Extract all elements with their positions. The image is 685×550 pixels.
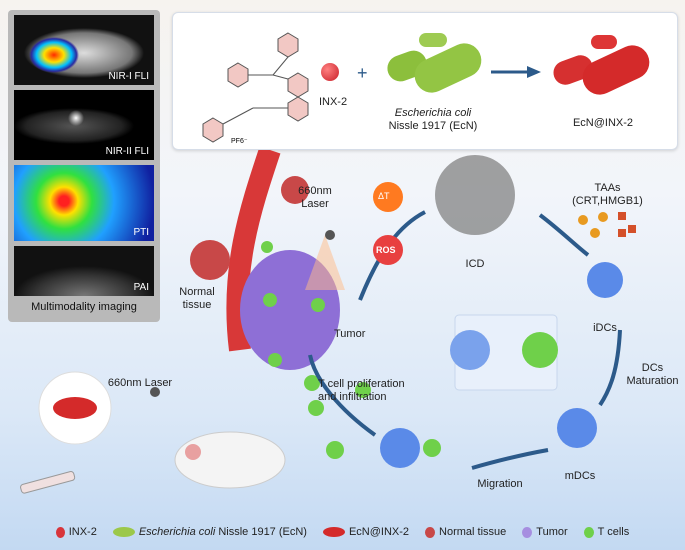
delta-t-label: ΔT — [378, 191, 390, 201]
taas-text: TAAs — [594, 182, 621, 194]
legend-item-normal-tissue: Normal tissue — [425, 526, 506, 538]
legend-label: EcN@INX-2 — [348, 526, 410, 538]
normal-tissue-icon — [425, 526, 436, 538]
arrow-icon — [538, 213, 590, 257]
ecn-inx2-label: EcN@INX-2 — [572, 117, 634, 129]
legend-item-tumor: Tumor — [522, 526, 568, 538]
mdc-cell-icon — [557, 408, 597, 448]
dcs-maturation-label: DCs Maturation — [626, 362, 679, 388]
legend-label: Tumor — [536, 526, 568, 538]
tumor-label: Tumor — [334, 328, 366, 340]
legend-label: Nissle 1917 (EcN) — [215, 526, 307, 538]
ecn-inx2-icon — [577, 39, 655, 101]
legend-label: INX-2 — [68, 526, 97, 538]
t-cell-icon — [326, 441, 344, 459]
plus-sign: + — [357, 63, 368, 83]
nir2-fli-label: NIR-II FLI — [105, 146, 149, 157]
icd-label: ICD — [465, 258, 485, 270]
pti-label: PTI — [133, 227, 149, 238]
blood-vessel — [226, 150, 281, 352]
icd-cell-debris-icon — [435, 155, 515, 235]
ecn-label-italic: Escherichia coli — [394, 107, 472, 119]
mouse-tumor — [185, 444, 201, 460]
inx2-label: INX-2 — [318, 96, 348, 108]
legend: INX-2 Escherichia coli Nissle 1917 (EcN)… — [0, 518, 685, 546]
laser-mouse-label: 660nm Laser — [107, 377, 173, 389]
idc-cell-icon — [587, 262, 623, 298]
ecn-inx2-icon — [53, 397, 97, 419]
mechanism-diagram — [20, 150, 636, 494]
arrow-icon — [308, 354, 377, 437]
heat-flame-icon — [373, 182, 403, 212]
legend-item-inx2: INX-2 — [55, 526, 97, 538]
normal-tissue-icon — [281, 176, 309, 204]
arrow-right-icon — [491, 66, 541, 78]
taas-label: TAAs(CRT,HMGB1) — [560, 182, 655, 208]
migration-label: Migration — [477, 478, 523, 490]
laser-top-label: 660nm Laser — [298, 185, 332, 211]
pai-label: PAI — [133, 282, 149, 293]
mouse-icon — [174, 431, 286, 489]
mdcs-label: mDCs — [564, 470, 596, 482]
inx2-particle-icon — [321, 63, 339, 81]
laser-head-icon — [150, 387, 160, 397]
inx2-icon — [55, 526, 65, 538]
syringe-icon — [20, 471, 76, 494]
normal-tissue-icon — [190, 240, 230, 280]
arrow-icon — [471, 448, 549, 470]
nir2-fli-image: NIR-II FLI — [14, 90, 154, 160]
t-cell-icon — [583, 526, 594, 538]
taas-detail-text: (CRT,HMGB1) — [572, 195, 643, 208]
ecn-icon — [112, 527, 135, 537]
ecn-bacterium-icon — [409, 37, 487, 99]
ros-burst-icon — [373, 235, 403, 265]
nir1-fli-label: NIR-I FLI — [108, 71, 149, 82]
inx2-structure-icon: PF6⁻ — [202, 32, 309, 145]
pti-image: PTI — [14, 165, 154, 241]
ecn-inx2-icon — [322, 527, 345, 537]
multimodality-imaging-panel: NIR-I FLI NIR-II FLI PTI PAI Multimodali… — [8, 10, 160, 322]
tumor-icon — [522, 526, 533, 538]
legend-item-t-cells: T cells — [583, 526, 630, 538]
pai-image: PAI — [14, 246, 154, 296]
legend-label: T cells — [597, 526, 630, 538]
dc-cell-icon — [380, 428, 420, 468]
counterion-text: PF6⁻ — [231, 138, 248, 145]
t-cell-icons — [261, 241, 371, 398]
ecn-bacterium-icon — [419, 33, 447, 47]
ecn-label: Nissle 1917 (EcN) — [388, 120, 478, 133]
arrow-icon — [598, 329, 622, 407]
legend-label-italic: Escherichia coli — [138, 526, 216, 538]
laser-beam — [305, 235, 345, 290]
t-cell-icon — [423, 439, 441, 457]
t-cell-label: T cell proliferation and infiltration — [318, 378, 405, 404]
normal-tissue-label: Normal tissue — [179, 286, 215, 312]
t-cell-icon — [308, 400, 324, 416]
legend-item-ecn: Escherichia coli Nissle 1917 (EcN) — [112, 526, 307, 538]
imaging-caption: Multimodality imaging — [31, 301, 137, 313]
laser-head-icon — [325, 230, 335, 240]
taa-particles — [578, 212, 636, 238]
ros-label: ROS — [376, 245, 396, 255]
legend-item-ecn-inx2: EcN@INX-2 — [322, 526, 410, 538]
ecn-inx2-icon — [591, 35, 617, 49]
idcs-label: iDCs — [593, 322, 617, 334]
nir1-fli-image: NIR-I FLI — [14, 15, 154, 85]
legend-label: Normal tissue — [439, 526, 507, 538]
